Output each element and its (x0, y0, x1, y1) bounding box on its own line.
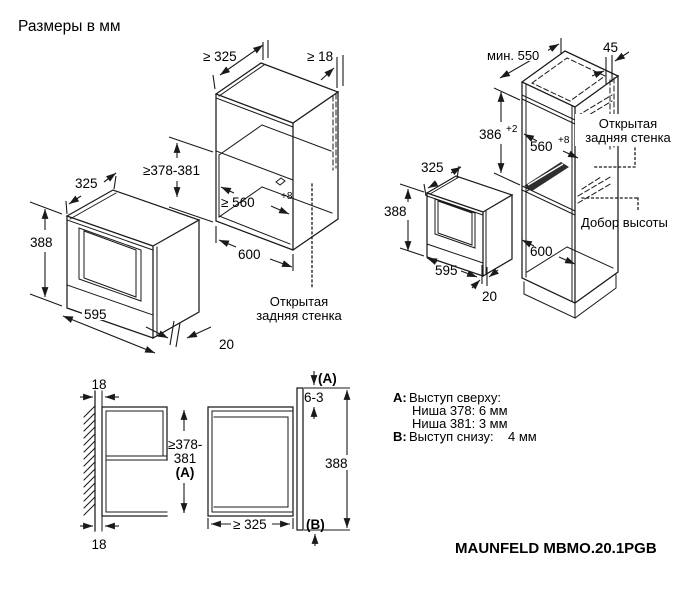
oven-door-window (78, 227, 142, 302)
dim-section-wall-gap-bottom: 18 (80, 522, 119, 552)
column-niche-height-label: 386 (479, 127, 502, 142)
legend-a-text: Выступ сверху: (409, 390, 501, 405)
oven-depth-label: 325 (75, 176, 98, 191)
dim-oven-depth: 325 (65, 172, 117, 215)
legend-b-key: B: (393, 429, 407, 444)
page-title: Размеры в мм (18, 18, 121, 35)
dim-section-niche-height: ≥378- 381 (A) (168, 410, 202, 513)
section-wall-gap-bottom-label: 18 (91, 537, 106, 552)
open-back-dashed (332, 93, 337, 171)
legend-a-row1: Ниша 378: 6 мм (412, 403, 508, 418)
legend-a-row2: Ниша 381: 3 мм (412, 416, 508, 431)
dim-niche-depth-min: ≥ 325 (203, 40, 269, 90)
niche-catch-detail (275, 177, 286, 186)
niche-width-min-label: ≥ 560 (221, 195, 255, 210)
niche-depth-min-label: ≥ 325 (203, 49, 237, 64)
dim-niche-width-min: ≥ 560 +8 (220, 186, 293, 215)
section-label-a: (A) (318, 371, 337, 386)
section-cabinet-outer (101, 406, 168, 517)
column-plinth (523, 274, 617, 319)
dim-section-label-a: (A) (310, 371, 337, 386)
niche-cabinet-isometric: ≥ 325 ≥ 18 ≥378-381 ≥ 560 +8 600 Откр (143, 40, 344, 323)
dim-oven-width: 595 (62, 306, 156, 354)
section-niche-height-line3: (A) (176, 465, 195, 480)
dim-column-top-gap: 45 (591, 40, 630, 84)
section-oven-outer (207, 406, 294, 517)
column-oven-width-label: 595 (435, 263, 458, 278)
legend-b-value: 4 мм (508, 429, 537, 444)
oven-door-gap-label: 20 (219, 337, 234, 352)
dim-niche-height-range: ≥378-381 (143, 136, 214, 223)
section-protrusion-top-label: 6-3 (304, 390, 324, 405)
oven-width-label: 595 (84, 307, 107, 322)
niche-open-back-line2: задняя стенка (256, 308, 342, 323)
column-depth-min-label: мин. 550 (487, 48, 539, 63)
dim-section-front-height: 388 (304, 390, 356, 531)
telescopic-rail (524, 162, 569, 191)
dim-section-depth-min: ≥ 325 (207, 517, 294, 532)
dim-column-niche-height: 386 +2 (479, 87, 521, 186)
column-oven-depth-label: 325 (421, 160, 444, 175)
legend-b-text: Выступ снизу: (409, 429, 494, 444)
section-front-height-label: 388 (325, 456, 348, 471)
dim-oven-door-gap: 20 (145, 320, 234, 352)
column-filler-label: Добор высоты (581, 215, 668, 230)
section-door-panel (296, 387, 304, 531)
column-filler-dashed (577, 175, 613, 204)
oven-height-label: 388 (30, 235, 53, 250)
niche-open-back-note: Открытая задняя стенка (256, 183, 343, 323)
section-view: 18 18 ≥378- 381 (A) (A) 6-3 388 (80, 371, 356, 552)
dim-column-oven-width: 595 (426, 257, 478, 278)
section-depth-min-label: ≥ 325 (233, 517, 267, 532)
section-niche-height-line1: ≥378- (168, 437, 202, 452)
dim-column-oven-height: 388 (384, 183, 425, 257)
dim-column-oven-door-gap: 20 (470, 265, 499, 304)
dim-niche-panel-min: ≥ 18 (307, 49, 344, 88)
dim-niche-outer-width: 600 (215, 226, 294, 271)
niche-height-range-label: ≥378-381 (143, 163, 200, 178)
dim-column-oven-depth: 325 (421, 160, 462, 197)
dim-section-protrusion-top: 6-3 (304, 387, 350, 419)
column-oven-height-label: 388 (384, 204, 407, 219)
column-oven-door-gap-label: 20 (482, 289, 497, 304)
column-niche-width-label: 560 (530, 139, 553, 154)
dim-section-label-b: (B) (306, 517, 325, 546)
column-open-back-line2: задняя стенка (585, 130, 671, 145)
column-filler-note: Добор высоты (581, 197, 668, 230)
niche-width-tolerance: +8 (281, 191, 293, 202)
column-niche-width-tolerance: +8 (558, 135, 570, 146)
column-open-back-note: Открытая задняя стенка (575, 114, 681, 168)
legend: A: Выступ сверху: Ниша 378: 6 мм Ниша 38… (393, 390, 537, 444)
legend-a-key: A: (393, 390, 407, 405)
niche-open-back-line1: Открытая (270, 294, 328, 309)
section-label-b: (B) (306, 517, 325, 532)
column-top-gap-label: 45 (603, 40, 618, 55)
dim-column-depth-min: мин. 550 (485, 38, 562, 79)
column-outer-width-label: 600 (530, 244, 553, 259)
column-cabinet-isometric: мин. 550 45 386 +2 560 +8 600 (384, 38, 681, 319)
section-niche-height-line2: 381 (174, 451, 197, 466)
oven-isometric: 325 388 595 20 (29, 172, 234, 354)
dim-section-wall-gap-top: 18 (80, 377, 119, 401)
dim-column-outer-width: 600 (521, 239, 576, 265)
niche-panel-min-label: ≥ 18 (307, 49, 333, 64)
model-name: MAUNFELD MBMO.20.1PGB (455, 540, 657, 557)
wall-hatching (83, 390, 96, 532)
column-oven-isometric: 325 388 595 20 (384, 160, 514, 304)
column-niche-height-tolerance: +2 (506, 124, 518, 135)
column-oven-door-window (434, 198, 476, 249)
dim-column-niche-width: 560 +8 (523, 133, 579, 159)
dim-oven-height: 388 (29, 201, 63, 307)
column-open-back-line1: Открытая (599, 116, 657, 131)
niche-outer-width-label: 600 (238, 247, 261, 262)
section-wall-gap-top-label: 18 (91, 377, 106, 392)
